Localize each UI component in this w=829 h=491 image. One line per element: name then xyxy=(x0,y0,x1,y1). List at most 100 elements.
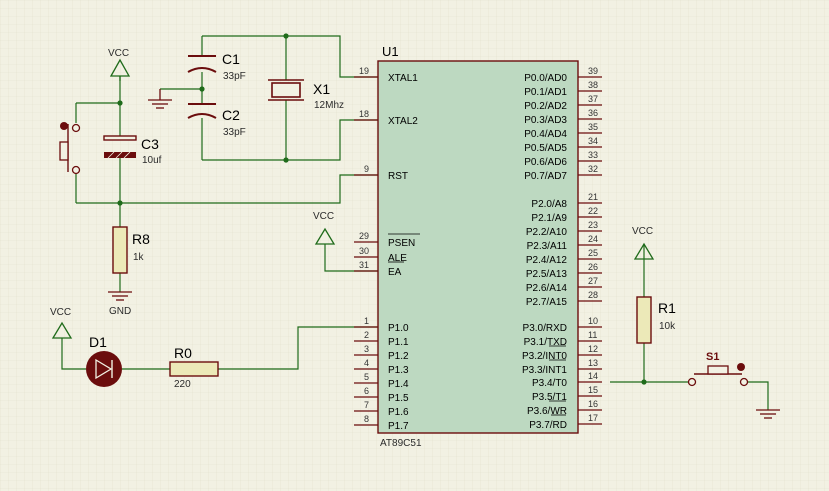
capacitor-c1: C1 33pF xyxy=(187,51,246,82)
pin-name: P2.4/A12 xyxy=(526,255,568,266)
pin-name: P0.3/AD3 xyxy=(524,115,567,126)
pin-number: 38 xyxy=(588,80,598,90)
pin-name: P2.3/A11 xyxy=(527,241,568,252)
pin-number: 37 xyxy=(588,94,598,104)
c1-value: 33pF xyxy=(223,71,246,82)
pin-number: 39 xyxy=(588,66,598,76)
pin-name: P1.2 xyxy=(388,351,409,362)
x1-value: 12Mhz xyxy=(314,100,344,111)
pin-name: P3.1/TXD xyxy=(524,337,567,348)
pin-number: 21 xyxy=(588,192,598,202)
pin-number: 35 xyxy=(588,122,598,132)
pin-name: P0.6/AD6 xyxy=(524,157,567,168)
x1-body xyxy=(271,82,301,98)
reset-button-terminal xyxy=(71,165,81,175)
pin-number: 6 xyxy=(364,386,369,396)
pin-number: 10 xyxy=(588,316,598,326)
pin-number: 12 xyxy=(588,344,598,354)
led-d1: D1 xyxy=(86,334,122,387)
junction-dot xyxy=(283,157,289,163)
pin-number: 28 xyxy=(588,290,598,300)
pushbutton-s1[interactable]: S1 xyxy=(687,351,749,387)
pin-name: P3.7/RD xyxy=(529,420,567,431)
gnd-label: GND xyxy=(109,306,131,317)
x1-ref: X1 xyxy=(313,81,330,97)
c1-ref: C1 xyxy=(222,51,240,67)
pin-number: 19 xyxy=(359,66,369,76)
pin-name: P1.4 xyxy=(388,379,409,390)
r8-body xyxy=(112,226,128,274)
s1-terminal xyxy=(687,377,697,387)
pin-number: 14 xyxy=(588,371,598,381)
pin-name: P1.5 xyxy=(388,393,409,404)
capacitor-c2: C2 33pF xyxy=(187,103,246,138)
pin-number: 9 xyxy=(364,164,369,174)
junction-dot xyxy=(641,379,647,385)
pin-name: P1.0 xyxy=(388,323,409,334)
pin-number: 15 xyxy=(588,385,598,395)
reset-button-terminal xyxy=(71,123,81,133)
pin-name: P3.3/INT1 xyxy=(522,365,567,376)
crystal-x1: X1 12Mhz xyxy=(268,79,344,111)
pin-number: 23 xyxy=(588,220,598,230)
pin-name: P2.2/A10 xyxy=(526,227,568,238)
pin-number: 33 xyxy=(588,150,598,160)
pin-name: P0.5/AD5 xyxy=(524,143,567,154)
junction-dot xyxy=(117,200,123,206)
pin-number: 7 xyxy=(364,400,369,410)
r8-value: 1k xyxy=(133,252,145,263)
reset-button-knob xyxy=(60,122,68,130)
junction-dot xyxy=(117,100,123,106)
pin-name: P3.5/T1 xyxy=(532,392,567,403)
pin-number: 13 xyxy=(588,358,598,368)
vcc-label: VCC xyxy=(108,48,129,59)
s1-knob xyxy=(737,363,745,371)
c2-value: 33pF xyxy=(223,127,246,138)
chip-pin-left: 1P1.0 xyxy=(354,316,409,334)
chip-pin-left: 3P1.2 xyxy=(354,344,409,362)
pin-name: XTAL1 xyxy=(388,73,418,84)
pin-name: P0.1/AD1 xyxy=(524,87,567,98)
vcc-label: VCC xyxy=(313,211,334,222)
active-low-overbars xyxy=(388,233,566,416)
c3-plate-top xyxy=(103,135,137,141)
pin-name: P0.4/AD4 xyxy=(524,129,567,140)
junction-dot xyxy=(199,86,205,92)
s1-cap xyxy=(707,365,729,375)
pin-name: P1.1 xyxy=(388,337,409,348)
pin-name: P2.0/A8 xyxy=(531,199,567,210)
r0-body xyxy=(169,361,219,377)
r0-value: 220 xyxy=(174,379,191,390)
chip-pin-left: 8P1.7 xyxy=(354,414,409,432)
pin-name: RST xyxy=(388,171,408,182)
c3-value: 10uf xyxy=(142,155,162,166)
c3-ref: C3 xyxy=(141,136,159,152)
pin-number: 11 xyxy=(588,330,597,340)
vcc-symbol-reset: VCC xyxy=(108,48,131,81)
pin-number: 3 xyxy=(364,344,369,354)
junction-dot xyxy=(283,33,289,39)
r1-body xyxy=(636,296,652,344)
pin-number: 22 xyxy=(588,206,598,216)
s1-terminal xyxy=(739,377,749,387)
reset-pushbutton[interactable] xyxy=(59,122,81,175)
pin-name: P2.1/A9 xyxy=(531,213,567,224)
pin-number: 30 xyxy=(359,246,369,256)
chip-pin-left: 6P1.5 xyxy=(354,386,409,404)
